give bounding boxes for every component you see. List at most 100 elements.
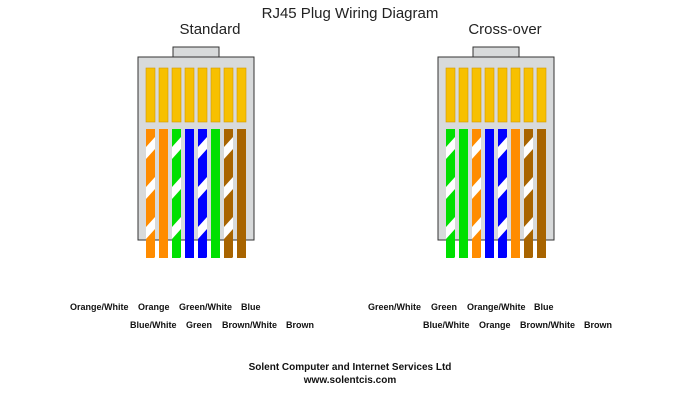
wire-solid: [237, 129, 246, 258]
wire-label: Green/White: [179, 302, 233, 312]
wire-stripes: [146, 129, 155, 258]
wire-stripe: [446, 129, 455, 147]
wire-label: Orange/White: [467, 302, 526, 312]
contact-pin: [497, 67, 508, 123]
wire-solid: [159, 129, 168, 258]
wire-blue: [485, 129, 494, 258]
contact-pin: [445, 67, 456, 123]
wire-label: Brown: [584, 320, 612, 330]
wire-stripes: [472, 129, 481, 258]
wire-stripes: [224, 129, 233, 258]
wire-label: Orange: [138, 302, 170, 312]
wire-stripe: [224, 189, 233, 227]
wire-stripe: [524, 189, 533, 227]
wire-brown: [537, 129, 546, 258]
contact-pin: [523, 67, 534, 123]
wire-stripe: [198, 189, 207, 227]
wire-label: Blue: [241, 302, 261, 312]
wire-label: Green: [431, 302, 458, 312]
wire-stripe: [146, 129, 155, 147]
wire-label: Orange/White: [70, 302, 129, 312]
wire-stripe: [224, 149, 233, 187]
wire-brown-white: [524, 129, 533, 258]
crossover-plug: [437, 46, 555, 258]
contact-pin: [471, 67, 482, 123]
wire-green-white: [446, 129, 455, 258]
wire-solid: [511, 129, 520, 258]
wire-solid: [211, 129, 220, 258]
wire-stripe: [472, 149, 481, 187]
wire-stripe: [146, 189, 155, 227]
wire-stripe: [446, 149, 455, 187]
plug-latch: [172, 46, 220, 59]
plug-latch: [472, 46, 520, 59]
wire-stripe: [472, 129, 481, 147]
plug-body: [137, 56, 255, 241]
standard-plug: [137, 46, 255, 258]
wire-stripe: [498, 189, 507, 227]
wire-label: Blue/White: [423, 320, 470, 330]
contact-pin: [197, 67, 208, 123]
wire-stripe: [198, 229, 207, 258]
plug-body: [437, 56, 555, 241]
wire-stripe: [198, 129, 207, 147]
wire-green: [211, 129, 220, 258]
wire-stripe: [524, 149, 533, 187]
wire-stripes: [524, 129, 533, 258]
wire-label: Brown: [286, 320, 314, 330]
wire-stripes: [446, 129, 455, 258]
wire-insulation: [498, 129, 507, 258]
wire-stripe: [498, 129, 507, 147]
wire-orange-white: [146, 129, 155, 258]
wire-stripe: [472, 229, 481, 258]
wire-solid: [185, 129, 194, 258]
contact-pin: [223, 67, 234, 123]
contact-pin: [484, 67, 495, 123]
wire-stripes: [198, 129, 207, 258]
wire-brown-white: [224, 129, 233, 258]
wire-stripe: [498, 229, 507, 258]
wire-solid: [459, 129, 468, 258]
contact-pin: [536, 67, 547, 123]
wire-insulation: [524, 129, 533, 258]
standard-heading: Standard: [179, 21, 241, 38]
wire-stripe: [172, 229, 181, 258]
wire-stripe: [524, 129, 533, 147]
crossover-heading: Cross-over: [468, 21, 542, 38]
wire-label: Blue: [534, 302, 554, 312]
wire-stripes: [498, 129, 507, 258]
wire-insulation: [172, 129, 181, 258]
wire-label: Green: [186, 320, 213, 330]
wire-brown: [237, 129, 246, 258]
contact-pin: [458, 67, 469, 123]
wire-stripe: [446, 229, 455, 258]
wire-stripe: [524, 229, 533, 258]
wire-insulation: [198, 129, 207, 258]
wire-solid: [485, 129, 494, 258]
company-website: www.solentcis.com: [303, 375, 397, 386]
wire-stripe: [172, 149, 181, 187]
wire-stripe: [198, 149, 207, 187]
wire-blue-white: [498, 129, 507, 258]
wire-blue: [185, 129, 194, 258]
wire-stripe: [224, 229, 233, 258]
wire-insulation: [224, 129, 233, 258]
diagram-title: RJ45 Plug Wiring Diagram: [261, 5, 439, 22]
company-name: Solent Computer and Internet Services Lt…: [248, 362, 452, 373]
wire-label: Green/White: [368, 302, 422, 312]
wire-stripe: [224, 129, 233, 147]
wire-stripe: [446, 189, 455, 227]
wire-orange: [159, 129, 168, 258]
wire-stripe: [146, 229, 155, 258]
wire-insulation: [472, 129, 481, 258]
wire-stripe: [146, 149, 155, 187]
wire-label: Brown/White: [520, 320, 575, 330]
contact-pin: [236, 67, 247, 123]
wire-solid: [537, 129, 546, 258]
wire-label: Blue/White: [130, 320, 177, 330]
wire-green: [459, 129, 468, 258]
wire-stripe: [498, 149, 507, 187]
contact-pin: [158, 67, 169, 123]
contact-pin: [210, 67, 221, 123]
contact-pin: [171, 67, 182, 123]
